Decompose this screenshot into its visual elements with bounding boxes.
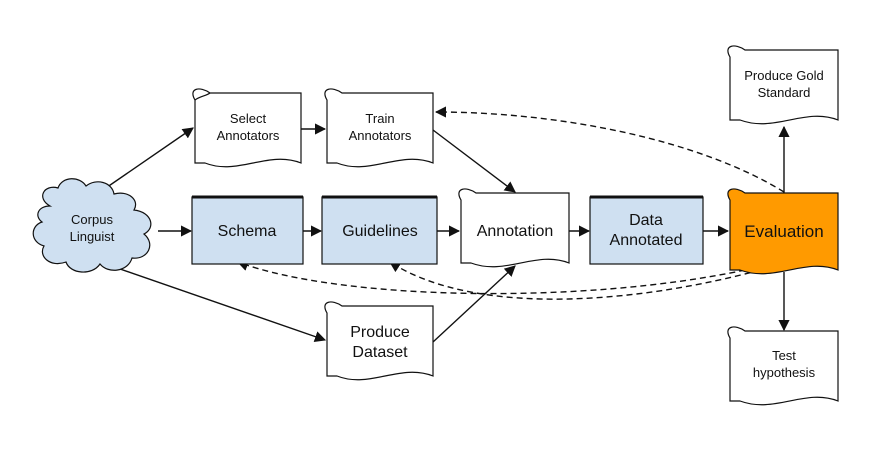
process-box [321,196,438,265]
gold-line-1: Produce Gold [744,68,824,83]
document-shape [192,88,302,168]
dashed-edges [236,106,785,300]
edge-evaluation-to-schema [236,260,746,295]
corpus-line-2: Linguist [70,229,115,244]
evaluation-label: Evaluation [744,222,823,241]
dataset-line-1: Produce [350,324,410,341]
test-line-1: Test [772,348,796,363]
document-shape [727,326,839,406]
data-line-1: Data [629,212,663,229]
corpus-line-1: Corpus [71,212,113,227]
node-guidelines: Guidelines [321,195,438,265]
dataset-line-2: Dataset [352,344,408,361]
select-line-1: Select [230,111,267,126]
node-produce-gold-standard: Produce Gold Standard [727,45,839,125]
train-line-1: Train [365,111,394,126]
edge-corpus-to-select [99,127,194,193]
solid-edges [99,123,790,343]
data-line-2: Annotated [610,232,683,249]
document-shape [458,188,570,268]
node-produce-dataset: Produce Dataset [324,301,434,381]
document-shape [324,301,434,381]
gold-line-2: Standard [758,85,811,100]
edge-dataset-to-annotation [432,265,516,343]
train-line-2: Annotators [349,128,412,143]
test-line-2: hypothesis [753,365,816,380]
edge-corpus-to-dataset [99,261,327,342]
node-test-hypothesis: Test hypothesis [727,326,839,406]
process-box [589,196,704,265]
document-curl [194,92,211,101]
node-data-annotated: Data Annotated [589,195,704,265]
schema-label: Schema [218,223,277,240]
document-shape [727,188,839,275]
node-select-annotators: Select Annotators [192,88,302,168]
node-evaluation: Evaluation [727,188,839,275]
node-annotation: Annotation [458,188,570,268]
edge-train-to-annotation [432,129,516,193]
node-train-annotators: Train Annotators [324,88,434,168]
process-box [191,196,304,265]
document-shape [727,45,839,125]
node-schema: Schema [191,195,304,265]
select-line-2: Annotators [217,128,280,143]
node-corpus-linguist: Corpus Linguist [32,178,152,273]
cloud-shape [32,178,152,273]
edge-evaluation-to-guidelines [389,261,761,300]
guidelines-label: Guidelines [342,223,418,240]
document-shape [324,88,434,168]
edge-evaluation-to-train [434,106,785,193]
annotation-label: Annotation [477,223,554,240]
